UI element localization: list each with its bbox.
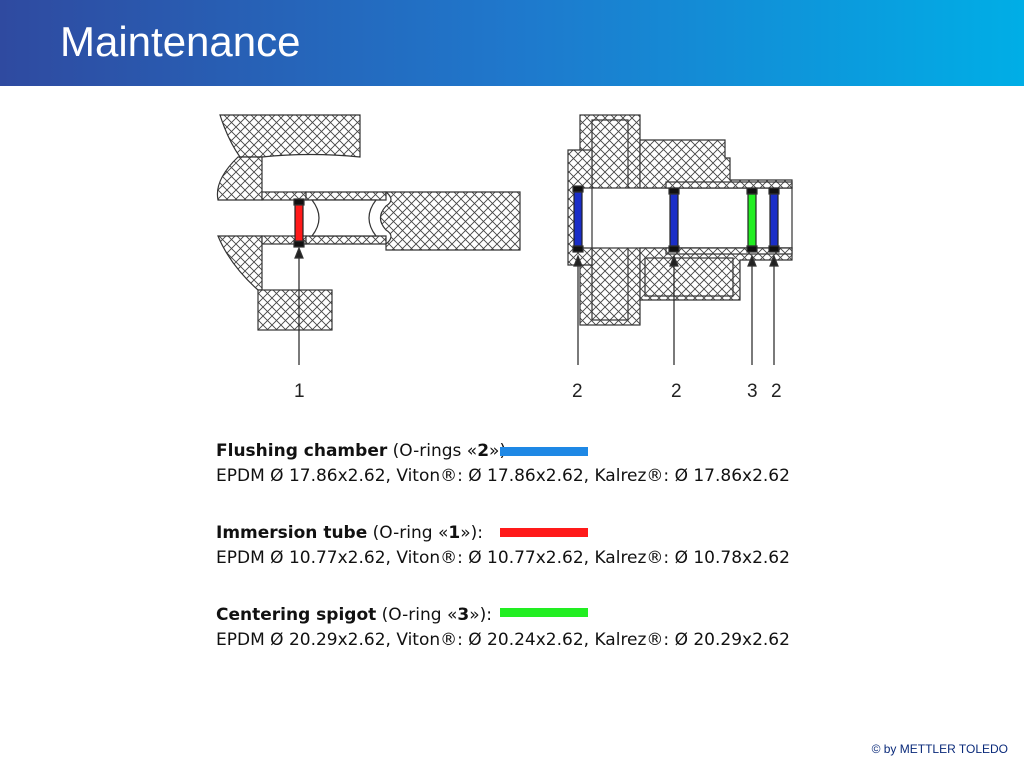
- color-swatch-green: [500, 608, 588, 617]
- page-title: Maintenance: [60, 18, 301, 65]
- color-swatch-red: [500, 528, 588, 537]
- immersion-tube-drawing: [216, 114, 521, 365]
- spec-values: EPDM Ø 10.77x2.62, Viton®: Ø 10.77x2.62,…: [216, 548, 790, 568]
- flushing-chamber-drawing: [567, 114, 793, 365]
- o-ring-diagram: 1 2 2 3 2: [216, 114, 793, 402]
- label-2c: 2: [771, 381, 782, 402]
- spec-centering-spigot: Centering spigot (O-ring «3»): EPDM Ø 20…: [216, 605, 790, 650]
- spec-values: EPDM Ø 17.86x2.62, Viton®: Ø 17.86x2.62,…: [216, 466, 790, 486]
- spec-name: Centering spigot: [216, 605, 377, 625]
- label-1: 1: [294, 381, 305, 402]
- spec-name: Flushing chamber: [216, 441, 388, 461]
- label-3: 3: [747, 381, 758, 402]
- copyright-footer: © by METTLER TOLEDO: [871, 742, 1008, 756]
- spec-values: EPDM Ø 20.29x2.62, Viton®: Ø 20.24x2.62,…: [216, 630, 790, 650]
- title-bar: Maintenance: [0, 0, 1024, 86]
- label-2a: 2: [572, 381, 583, 402]
- spec-name: Immersion tube: [216, 523, 368, 543]
- color-swatch-blue: [500, 447, 588, 456]
- spec-flushing-chamber: Flushing chamber (O-rings «2»): EPDM Ø 1…: [216, 441, 790, 486]
- label-2b: 2: [671, 381, 682, 402]
- spec-immersion-tube: Immersion tube (O-ring «1»): EPDM Ø 10.7…: [216, 523, 790, 568]
